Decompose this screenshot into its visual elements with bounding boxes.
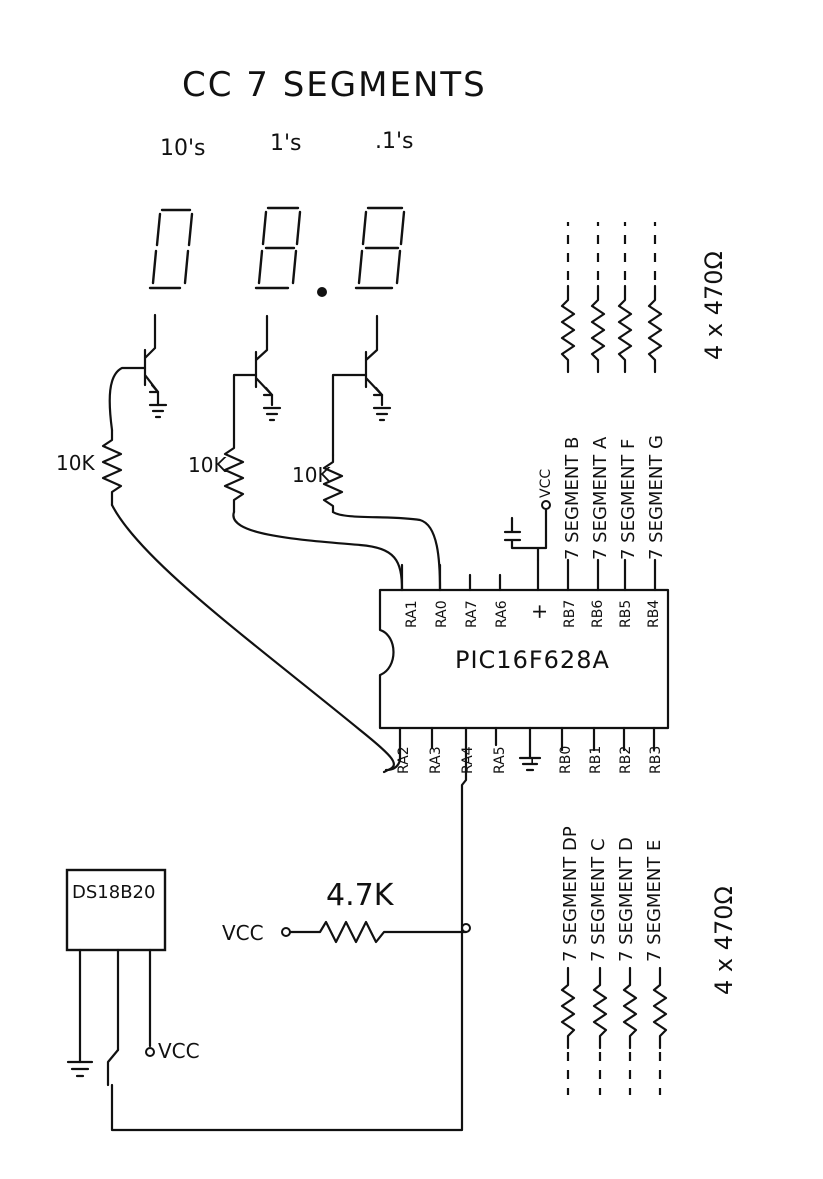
- bottom-segment-resistors: [560, 966, 668, 1050]
- ds18b20-sensor: DS18B20 VCC: [65, 868, 200, 1087]
- top-segment-resistors: [560, 284, 663, 374]
- bottom-segment-label-dp: 7 SEGMENT DP: [560, 826, 581, 962]
- pin-rb4: RB4: [646, 600, 662, 628]
- base-resistor-tens: [101, 428, 123, 507]
- pin-ra6: RA6: [494, 600, 510, 628]
- cap-vcc-label: VCC: [538, 469, 554, 498]
- pin-rb3: RB3: [648, 746, 664, 774]
- top-resistor-note: 4 x 470Ω: [700, 251, 728, 360]
- pin-ra2: RA2: [396, 746, 412, 774]
- base-resistor-ones: [223, 438, 245, 514]
- pullup-resistor: [288, 920, 468, 944]
- digit-label-ones: 1's: [270, 131, 302, 156]
- top-segment-dashed-leads: [566, 222, 657, 280]
- pin-ra1: RA1: [404, 600, 420, 628]
- digit-label-tens: 10's: [160, 136, 206, 161]
- pullup-vcc-label: VCC: [222, 921, 264, 945]
- bottom-segment-label-d: 7 SEGMENT D: [616, 837, 637, 962]
- transistor-tenths: [331, 314, 392, 457]
- pin-ra3: RA3: [428, 746, 444, 774]
- pin-rb1: RB1: [588, 746, 604, 774]
- pullup-section: 4.7K VCC: [110, 746, 471, 1132]
- seven-segment-digit-tenths: [354, 206, 406, 290]
- pin-ra7: RA7: [464, 600, 480, 628]
- pic-chip-body: [378, 588, 670, 730]
- pin-rb7: RB7: [562, 600, 578, 628]
- digit-label-tenths: .1's: [375, 129, 414, 154]
- sensor-vcc-label: VCC: [158, 1039, 200, 1063]
- seven-segment-digit-tens: [148, 208, 194, 290]
- wire-tens-to-ra2: [110, 503, 402, 774]
- top-segment-label-g: 7 SEGMENT G: [646, 435, 667, 560]
- sensor-ground-symbol: [66, 1060, 94, 1078]
- wire-ones-to-ra1: [232, 510, 404, 592]
- bottom-segment-label-e: 7 SEGMENT E: [644, 840, 665, 962]
- pin-rb2: RB2: [618, 746, 634, 774]
- bottom-pins: RA2 RA3 RA4 RA5 - RB0 RB1 RB2 RB3: [396, 726, 664, 774]
- ra4-data-line: [110, 746, 468, 1132]
- top-segment-group: 7 SEGMENT B 7 SEGMENT A 7 SEGMENT F 7 SE…: [560, 222, 728, 560]
- seven-segment-digit-ones: [254, 206, 302, 290]
- pin-rb0: RB0: [558, 746, 574, 774]
- base-resistor-tenths: [322, 453, 344, 514]
- transistor-ones: [232, 314, 282, 442]
- top-pins: RA1 RA0 RA7 RA6 + RB7 RB6 RB5 RB4: [400, 558, 662, 628]
- transistor-tens: [108, 313, 168, 432]
- pin-plus: +: [527, 603, 551, 620]
- top-segment-label-f: 7 SEGMENT F: [618, 439, 639, 560]
- chip-ground-symbol: [518, 756, 542, 772]
- pin-ra4: RA4: [460, 746, 476, 774]
- base-resistor-label-tenths: 10K: [292, 463, 331, 487]
- bottom-segment-dashed-leads: [566, 1052, 662, 1095]
- wire-tenths-to-ra0: [331, 510, 442, 592]
- base-resistor-label-ones: 10K: [188, 453, 227, 477]
- decimal-point: [317, 287, 327, 297]
- pullup-value: 4.7K: [326, 878, 395, 913]
- decoupling-capacitor: VCC: [503, 469, 554, 562]
- top-segment-label-b: 7 SEGMENT B: [562, 437, 583, 560]
- pin-ra0: RA0: [434, 600, 450, 628]
- pin-ra5: RA5: [492, 746, 508, 774]
- diagram-title: CC 7 SEGMENTS: [182, 65, 487, 105]
- base-resistor-label-tens: 10K: [56, 451, 95, 475]
- sensor-name: DS18B20: [72, 882, 155, 903]
- pin-minus: -: [519, 757, 543, 764]
- bottom-segment-label-c: 7 SEGMENT C: [588, 838, 609, 962]
- pin-rb5: RB5: [618, 600, 634, 628]
- pin-rb6: RB6: [590, 600, 606, 628]
- chip-name: PIC16F628A: [455, 646, 610, 674]
- bottom-segment-group: 7 SEGMENT DP 7 SEGMENT C 7 SEGMENT D 7 S…: [560, 826, 738, 1095]
- bottom-resistor-note: 4 x 470Ω: [710, 886, 738, 995]
- top-segment-label-a: 7 SEGMENT A: [590, 436, 611, 560]
